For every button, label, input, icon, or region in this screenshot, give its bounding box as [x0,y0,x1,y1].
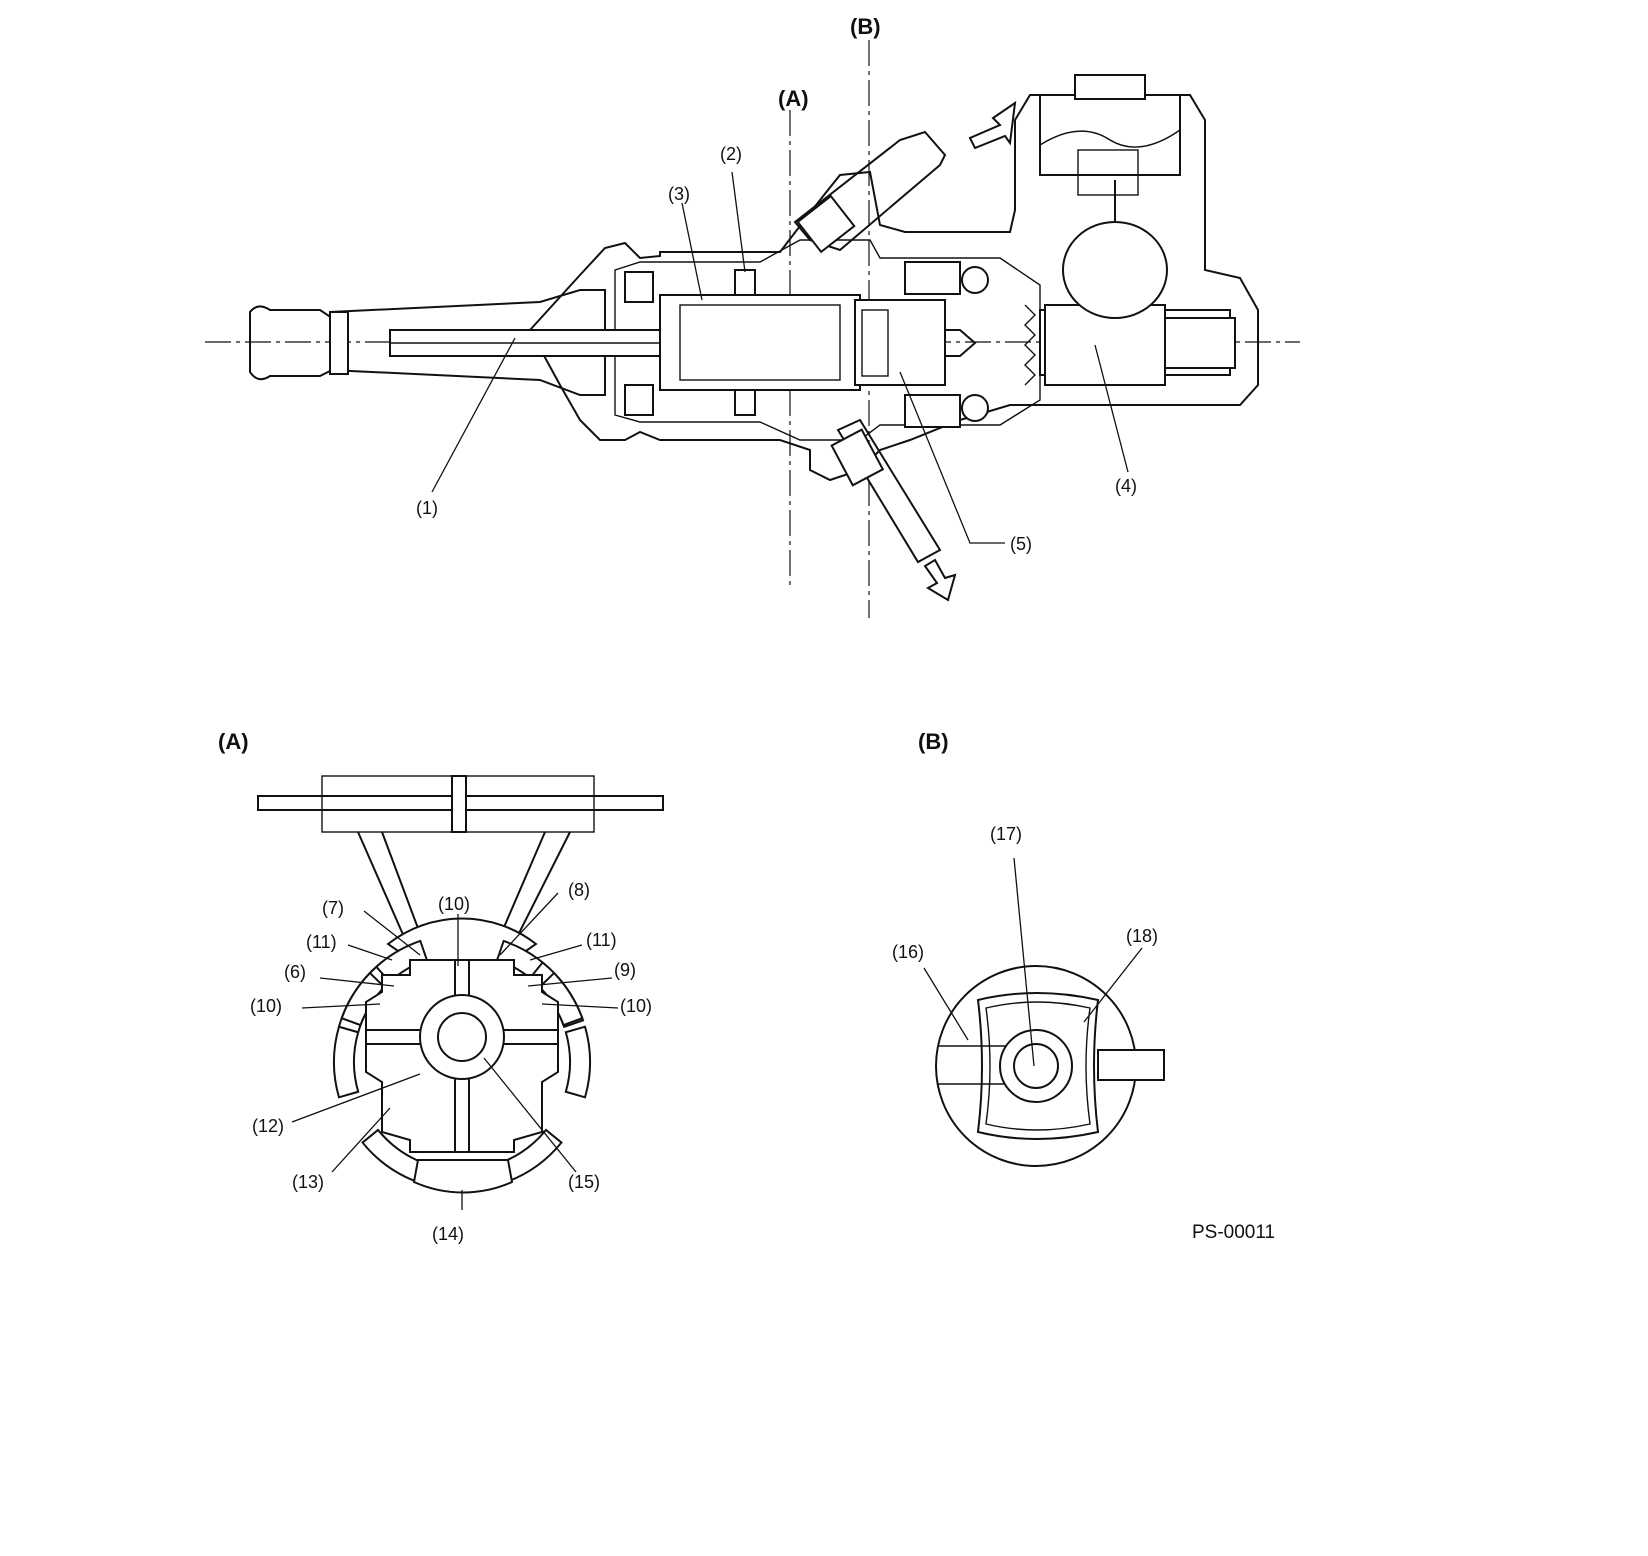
leader-c8 [499,892,559,956]
pinion-teeth [861,309,889,377]
detail-a-outer-segment [361,1128,429,1185]
detail-a-outer-segments [333,939,591,1185]
callout-2: (2) [720,144,742,164]
callout-11-right: (11) [586,930,617,950]
leader-c17 [1013,857,1035,1067]
leader-c3 [681,202,703,301]
bearing-ball-lower [961,394,989,422]
figure-code: PS-00011 [1192,1222,1275,1243]
oil-seal-lower [624,384,654,416]
callout-5: (5) [1010,534,1032,554]
callout-16: (16) [892,942,924,962]
leader-c2 [731,171,746,273]
leader-c7 [363,910,421,956]
leader-c11-right [529,944,583,961]
detail-b-pinion-section [923,857,1165,1167]
detail-a-outer-segment [564,1025,591,1099]
pipe-fitting-lower [830,418,942,564]
callout-4: (4) [1115,476,1137,496]
detail-b-shaft-inner [1013,1043,1059,1089]
detail-a-bottom-arc [412,1159,514,1194]
detail-a-rotary-valve-section [257,775,664,1210]
leader-c16 [923,967,969,1041]
leader-c5 [899,371,1005,544]
callout-9: (9) [614,960,636,980]
callout-7: (7) [322,898,344,918]
section-label-b-detail: (B) [918,729,949,754]
shaft-collar [329,311,349,375]
detail-a-center-slot [451,775,467,833]
callout-8: (8) [568,880,590,900]
callout-10-top: (10) [438,894,470,914]
detail-b-left-bracket [938,1045,1012,1085]
callout-3: (3) [668,184,690,204]
section-label-a-detail: (A) [218,729,249,754]
input-shaft-boot [329,289,606,396]
oil-seal-upper [624,271,654,303]
adjuster-curve [1039,129,1181,148]
pipe-fitting-upper [793,130,947,254]
detail-b-side-tab [1097,1049,1165,1081]
bearing-upper [904,261,961,295]
leader-c6 [319,977,395,987]
callout-17: (17) [990,824,1022,844]
rack-end [1164,317,1236,369]
valve-ring-lower [734,389,756,416]
rack-guide-ball [1062,221,1168,319]
callout-10-left: (10) [250,996,282,1016]
callout-10-right: (10) [620,996,652,1016]
rack-housing-bore [1039,309,1231,376]
main-cross-section [205,40,1300,618]
pinion-gear [854,299,946,386]
leader-c15 [483,1057,577,1173]
callout-6: (6) [284,962,306,982]
callout-13: (13) [292,1172,324,1192]
leader-c13 [331,1107,391,1173]
leader-c4 [1094,344,1129,473]
bearing-lower [904,394,961,428]
valve-sleeve [679,304,841,381]
adjuster-spring [1077,149,1139,196]
callout-11-left: (11) [306,932,337,952]
detail-a-hub-inner [437,1012,487,1062]
section-label-b-top: (B) [850,14,881,39]
callout-12: (12) [252,1116,284,1136]
lock-nut [1074,74,1146,100]
housing-inner-bore [614,239,1041,441]
rotary-valve-body [659,294,861,391]
leader-c12 [291,1073,421,1123]
callout-15: (15) [568,1172,600,1192]
callout-18: (18) [1126,926,1158,946]
fluid-inlet-arrow-icon [968,100,1017,150]
rack-teeth [1024,304,1036,386]
callout-1: (1) [416,498,438,518]
leader-c1 [431,337,516,493]
section-label-a-top: (A) [778,86,809,111]
leader-c18 [1083,947,1143,1023]
housing-outline [528,94,1259,482]
leader-c10-left [301,1003,381,1009]
leader-c9 [527,977,613,987]
leader-c10-right [541,1003,619,1009]
callout-14: (14) [432,1224,464,1244]
bearing-ball-upper [961,266,989,294]
fluid-outlet-arrow-icon [923,558,957,602]
detail-a-outer-segment [333,1025,360,1099]
detail-b-rack-inner [985,1001,1091,1131]
detail-a-top-arc [386,917,538,963]
leader-c11-left [347,944,393,961]
valve-ring-upper [734,269,756,296]
